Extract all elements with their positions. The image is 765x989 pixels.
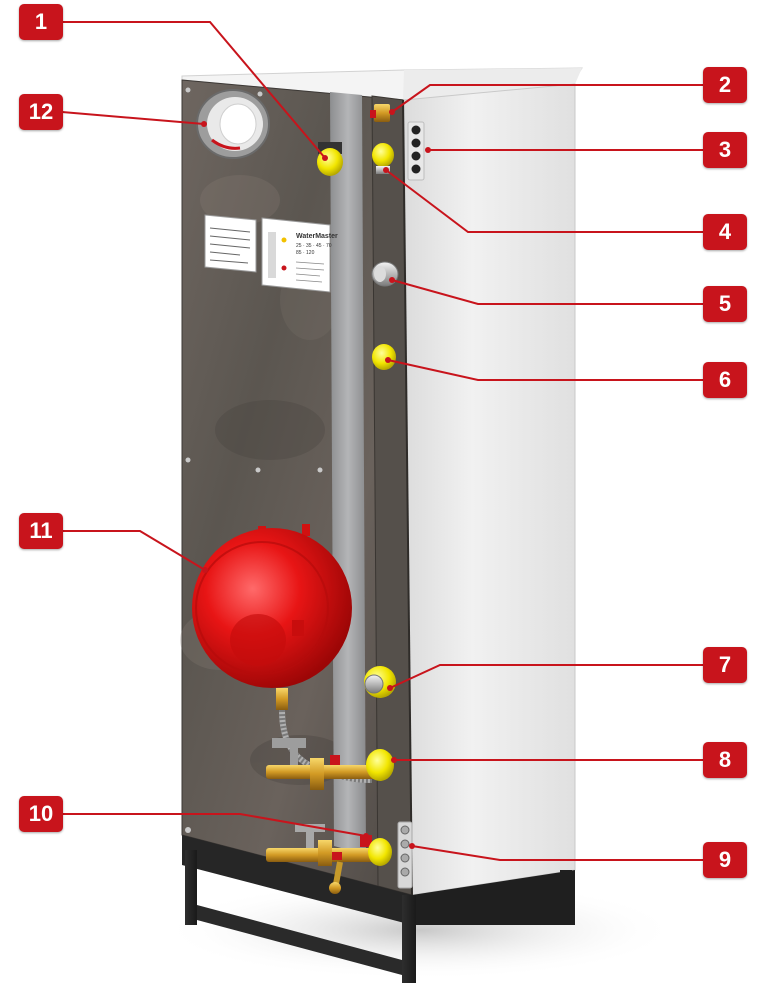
galvanized-stripe: [330, 92, 366, 855]
callout-badge-11: 11: [19, 513, 63, 549]
leg-front: [402, 895, 416, 983]
side-panel: [404, 84, 575, 895]
leg-left: [185, 850, 197, 925]
connection-6-fitting: [372, 344, 396, 370]
cable-glands-lower: [398, 822, 412, 888]
flue-connection: [197, 90, 269, 158]
callout-badge-3: 3: [703, 132, 747, 168]
callout-badge-2: 2: [703, 67, 747, 103]
connection-5-fitting: [372, 262, 398, 286]
cable-glands: [408, 122, 424, 180]
leg-right: [560, 870, 572, 922]
callout-badge-9: 9: [703, 842, 747, 878]
callout-badge-1: 1: [19, 4, 63, 40]
callout-badge-4: 4: [703, 214, 747, 250]
product-label-models: 25 · 35 · 45 · 70: [296, 243, 332, 249]
connection-1-fitting: [317, 142, 343, 176]
connection-7-fitting: [364, 666, 396, 698]
callout-badge-12: 12: [19, 94, 63, 130]
product-label: WaterMaster 25 · 35 · 45 · 70 85 · 120: [262, 218, 338, 292]
product-label-models-2: 85 · 120: [296, 250, 315, 256]
product-label-brand: WaterMaster: [296, 233, 338, 240]
callout-badge-5: 5: [703, 286, 747, 322]
rating-plate: [205, 215, 256, 272]
callout-badge-7: 7: [703, 647, 747, 683]
callout-badge-8: 8: [703, 742, 747, 778]
callout-badge-10: 10: [19, 796, 63, 832]
callout-badge-6: 6: [703, 362, 747, 398]
